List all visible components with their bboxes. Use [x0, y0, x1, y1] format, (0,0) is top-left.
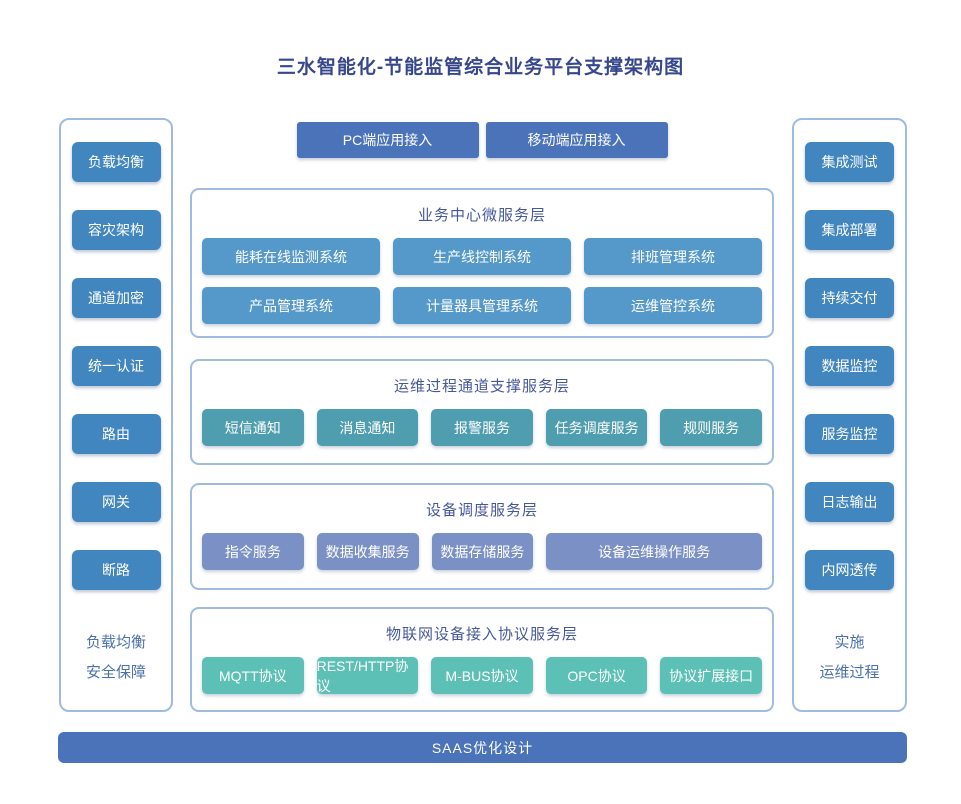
layer-iot-protocol-access: 物联网设备接入协议服务层 MQTT协议 REST/HTTP协议 M-BUS协议 …	[190, 607, 774, 712]
box-data-collection-service: 数据收集服务	[316, 533, 419, 570]
layer-row: MQTT协议 REST/HTTP协议 M-BUS协议 OPC协议 协议扩展接口	[202, 657, 762, 694]
box-rest-http-protocol: REST/HTTP协议	[316, 657, 419, 694]
left-sidebar-caption: 负载均衡 安全保障	[86, 628, 146, 688]
pc-access-button: PC端应用接入	[296, 122, 479, 158]
box-protocol-extension-interface: 协议扩展接口	[660, 657, 762, 694]
right-sidebar: 集成测试 集成部署 持续交付 数据监控 服务监控 日志输出 内网透传 实施 运维…	[792, 118, 907, 712]
layer-title: 设备调度服务层	[425, 502, 538, 519]
box-message-notification: 消息通知	[316, 409, 419, 446]
right-caption-line-2: 运维过程	[819, 664, 880, 681]
sidebar-item-gateway: 网关	[71, 482, 161, 522]
layer-row: 产品管理系统 计量器具管理系统 运维管控系统	[202, 287, 762, 324]
mobile-access-button: 移动端应用接入	[485, 122, 668, 158]
sidebar-item-load-balance: 负载均衡	[71, 142, 161, 182]
page-title: 三水智能化-节能监管综合业务平台支撑架构图	[276, 57, 685, 78]
box-ops-control: 运维管控系统	[584, 287, 762, 324]
sidebar-item-routing: 路由	[71, 414, 161, 454]
sidebar-item-log-output: 日志输出	[805, 482, 894, 522]
left-caption-line-2: 安全保障	[85, 664, 146, 681]
layer-row: 能耗在线监测系统 生产线控制系统 排班管理系统	[202, 238, 762, 275]
left-caption-line-1: 负载均衡	[85, 634, 146, 651]
left-sidebar: 负载均衡 容灾架构 通道加密 统一认证 路由 网关 断路 负载均衡 安全保障	[59, 118, 173, 712]
box-mbus-protocol: M-BUS协议	[431, 657, 533, 694]
layer-device-scheduling: 设备调度服务层 指令服务 数据收集服务 数据存储服务 设备运维操作服务	[190, 483, 774, 590]
sidebar-item-continuous-delivery: 持续交付	[805, 278, 894, 318]
box-command-service: 指令服务	[202, 533, 304, 570]
layer-title: 业务中心微服务层	[417, 207, 546, 224]
layer-row: 短信通知 消息通知 报警服务 任务调度服务 规则服务	[202, 409, 762, 446]
box-device-ops-operation-service: 设备运维操作服务	[546, 533, 763, 570]
saas-optimization-bar: SAAS优化设计	[58, 732, 907, 763]
box-product-management: 产品管理系统	[202, 287, 380, 324]
sidebar-item-service-monitoring: 服务监控	[805, 414, 894, 454]
sidebar-item-intranet-passthrough: 内网透传	[805, 550, 894, 590]
sidebar-item-data-monitoring: 数据监控	[805, 346, 894, 386]
sidebar-item-circuit-break: 断路	[71, 550, 161, 590]
sidebar-item-integration-test: 集成测试	[805, 142, 894, 182]
right-sidebar-caption: 实施 运维过程	[819, 628, 879, 688]
sidebar-item-unified-auth: 统一认证	[71, 346, 161, 386]
center-column: PC端应用接入 移动端应用接入 业务中心微服务层 能耗在线监测系统 生产线控制系…	[190, 122, 774, 712]
layer-ops-channel-support: 运维过程通道支撑服务层 短信通知 消息通知 报警服务 任务调度服务 规则服务	[190, 359, 774, 465]
layer-business-microservices: 业务中心微服务层 能耗在线监测系统 生产线控制系统 排班管理系统 产品管理系统 …	[190, 188, 774, 338]
box-production-line-control: 生产线控制系统	[393, 238, 571, 275]
box-energy-monitoring: 能耗在线监测系统	[202, 238, 380, 275]
right-caption-line-1: 实施	[834, 634, 865, 651]
box-alarm-service: 报警服务	[431, 409, 533, 446]
layer-title: 物联网设备接入协议服务层	[385, 626, 578, 643]
box-rule-service: 规则服务	[660, 409, 762, 446]
box-mqtt-protocol: MQTT协议	[202, 657, 304, 694]
layer-title: 运维过程通道支撑服务层	[393, 378, 570, 395]
box-metering-instrument-management: 计量器具管理系统	[393, 287, 571, 324]
sidebar-item-channel-encryption: 通道加密	[71, 278, 161, 318]
sidebar-item-integration-deploy: 集成部署	[805, 210, 894, 250]
box-data-storage-service: 数据存储服务	[431, 533, 534, 570]
box-opc-protocol: OPC协议	[545, 657, 648, 694]
sidebar-item-disaster-recovery: 容灾架构	[71, 210, 161, 250]
box-sms-notification: 短信通知	[202, 409, 304, 446]
layer-row: 指令服务 数据收集服务 数据存储服务 设备运维操作服务	[202, 533, 763, 570]
access-button-row: PC端应用接入 移动端应用接入	[190, 122, 774, 158]
box-task-scheduling-service: 任务调度服务	[545, 409, 648, 446]
box-shift-management: 排班管理系统	[584, 238, 762, 275]
